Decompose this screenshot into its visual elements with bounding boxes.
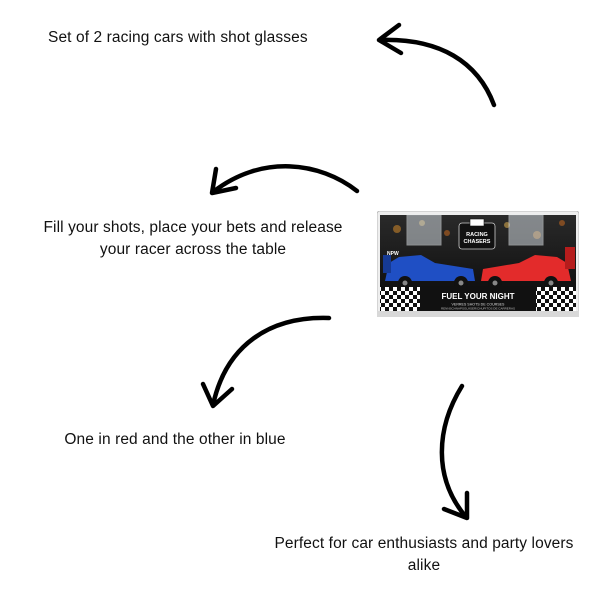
- caption-fill-shots: Fill your shots, place your bets and rel…: [18, 217, 368, 261]
- caption-perfect-for: Perfect for car enthusiasts and party lo…: [248, 533, 600, 577]
- box-headline: FUEL YOUR NIGHT: [441, 292, 514, 301]
- brand-logo: NPW: [387, 251, 399, 257]
- shot-glass-icon: [406, 214, 544, 246]
- checkered-flag-right: [536, 287, 576, 311]
- brand-line1: RACING: [466, 232, 488, 238]
- curved-arrow-icon-perfect-for: [439, 383, 470, 521]
- caption-perfect-line1: Perfect for car enthusiasts and party lo…: [274, 535, 574, 552]
- brand-line2: CHASERS: [464, 239, 491, 245]
- curved-arrow-icon-fill-shots: [209, 164, 360, 196]
- caption-set-of-two: Set of 2 racing cars with shot glasses: [48, 29, 308, 46]
- box-subline2: RENNSCHNAPSGLÄSER/CHUPITOS DE CARRERAS: [441, 307, 515, 311]
- caption-fill-shots-line2: your racer across the table: [99, 241, 287, 258]
- curved-arrow-icon-set-of-two: [376, 22, 497, 108]
- curved-arrow-icon-colors: [200, 315, 332, 409]
- box-subline1: VERRES SHOTS DE COURSES: [452, 303, 506, 307]
- product-box-image: RACING CHASERS NPW FUEL YOUR NIGHT: [377, 211, 579, 317]
- caption-colors: One in red and the other in blue: [64, 431, 286, 448]
- caption-perfect-line2: alike: [407, 557, 441, 574]
- red-racing-car: [481, 247, 575, 290]
- label-band: [420, 287, 536, 311]
- caption-fill-shots-line1: Fill your shots, place your bets and rel…: [43, 219, 343, 236]
- checkered-flag-left: [380, 287, 420, 311]
- blue-racing-car: [383, 255, 475, 290]
- racing-chasers-logo: RACING CHASERS: [458, 218, 496, 250]
